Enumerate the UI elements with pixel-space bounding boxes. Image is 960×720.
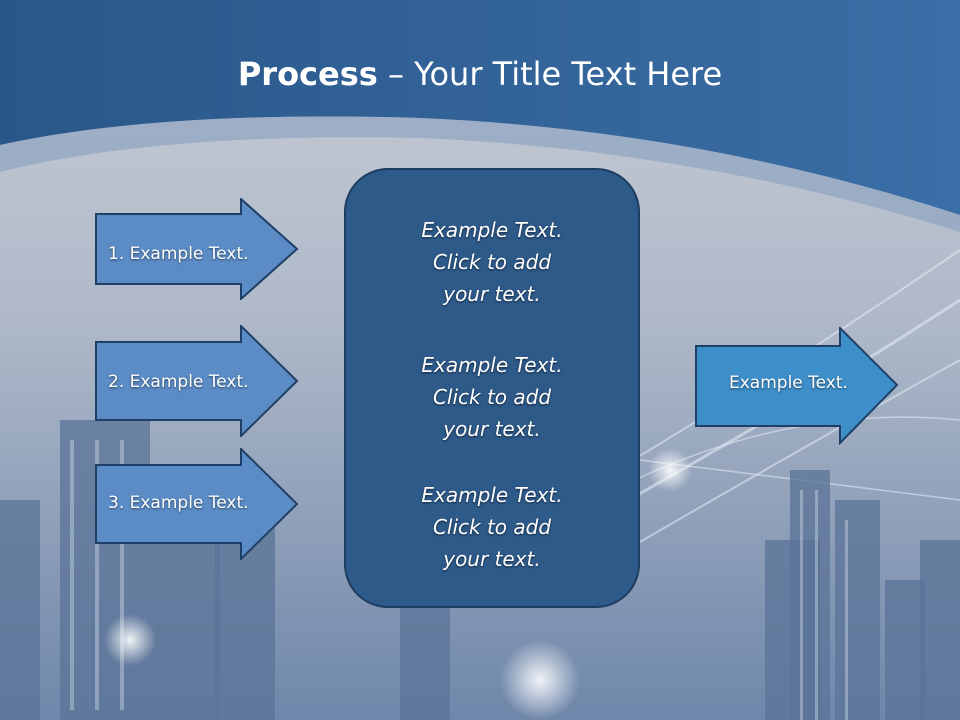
step-arrow-1[interactable]: [95, 198, 300, 300]
center-line: Example Text.: [421, 483, 563, 507]
skyline: [0, 420, 960, 720]
title-rest: – Your Title Text Here: [387, 55, 723, 93]
page-title: Process – Your Title Text Here: [0, 52, 960, 96]
output-label: Example Text.: [729, 373, 848, 393]
header-band: [0, 0, 960, 215]
step-label-3: 3. Example Text.: [108, 493, 249, 513]
step-label-1: 1. Example Text.: [108, 244, 249, 264]
header-curve: [0, 116, 960, 232]
center-line: Click to add: [432, 250, 552, 274]
center-text-block-3: Example Text. Click to add your text.: [346, 479, 638, 575]
center-line: your text.: [443, 547, 541, 571]
center-line: Example Text.: [421, 353, 563, 377]
step-arrow-3[interactable]: [95, 448, 300, 560]
step-label-2: 2. Example Text.: [108, 372, 249, 392]
center-line: Click to add: [432, 515, 552, 539]
output-arrow[interactable]: [695, 327, 900, 445]
center-text-block-1: Example Text. Click to add your text.: [346, 214, 638, 310]
step-arrow-2[interactable]: [95, 325, 300, 437]
center-line: your text.: [443, 417, 541, 441]
center-line: Example Text.: [421, 218, 563, 242]
center-process-box[interactable]: Example Text. Click to add your text. Ex…: [344, 168, 640, 608]
center-line: your text.: [443, 282, 541, 306]
center-text-block-2: Example Text. Click to add your text.: [346, 349, 638, 445]
center-line: Click to add: [432, 385, 552, 409]
title-bold: Process: [237, 55, 378, 93]
